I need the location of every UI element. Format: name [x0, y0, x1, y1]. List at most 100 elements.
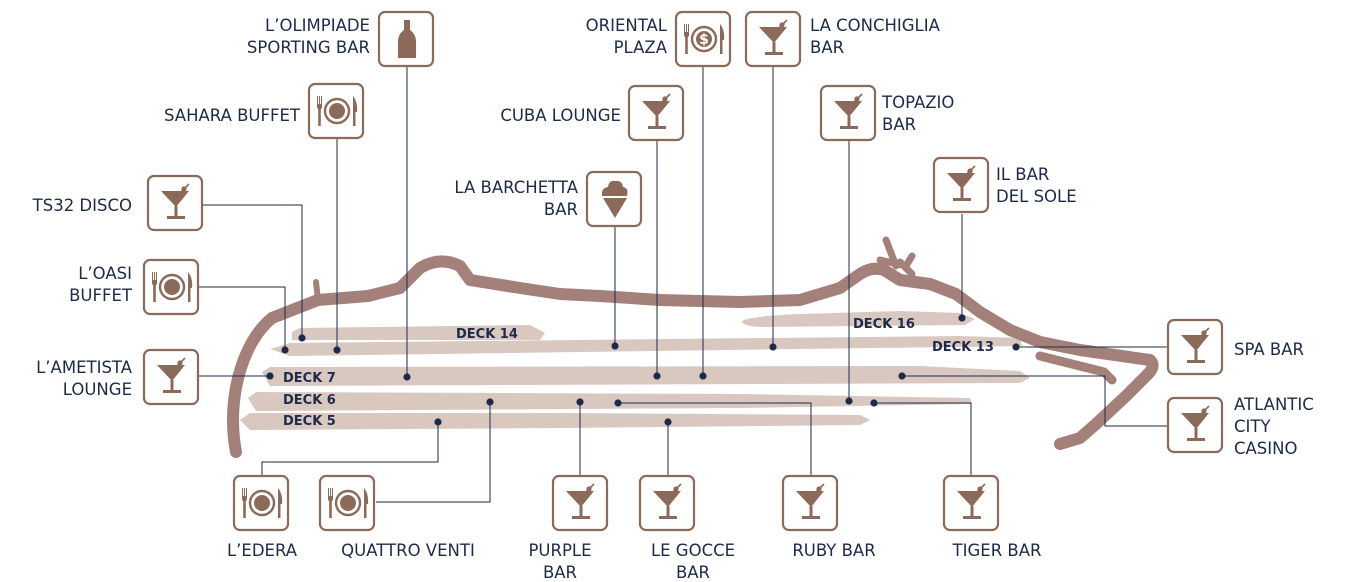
venue-label: TOPAZIO	[881, 93, 954, 112]
venue-atlantic: ATLANTIC CITY CASINO	[1166, 395, 1314, 458]
plate-cutlery-icon	[307, 82, 365, 140]
venue-purple: PURPLE BAR	[528, 474, 609, 582]
deck-14-stripe	[292, 325, 545, 340]
deck-label-5: DECK 5	[283, 414, 336, 429]
venue-ts32: TS32 DISCO	[32, 174, 204, 232]
venue-label: DEL SOLE	[996, 187, 1077, 206]
venue-label: BAR	[543, 563, 577, 578]
location-dot	[266, 372, 274, 380]
leader-edera	[261, 422, 439, 476]
cocktail-icon	[142, 348, 200, 406]
venue-label: TS32 DISCO	[32, 196, 132, 215]
deck-labels: DECK 14 DECK 16 DECK 13 DECK 7 DECK 6 DE…	[283, 317, 994, 429]
location-dot	[653, 372, 661, 380]
ship-funnel	[876, 236, 916, 278]
venue-quattro: QUATTRO VENTI	[318, 474, 475, 560]
venue-label: BAR	[544, 200, 578, 219]
location-dot	[434, 418, 442, 426]
leader-quattro	[376, 402, 491, 503]
location-dot	[298, 334, 306, 342]
venue-label: ATLANTIC	[1234, 395, 1314, 414]
venue-label: BAR	[676, 563, 710, 578]
venue-label: PLAZA	[614, 38, 668, 57]
leader-lines	[198, 64, 1168, 503]
venue-barchetta: LA BARCHETTA BAR	[454, 170, 643, 228]
venue-cuba: CUBA LOUNGE	[500, 84, 685, 142]
location-dot	[576, 398, 584, 406]
deck-label-6: DECK 6	[283, 393, 336, 408]
cocktail-icon	[1166, 396, 1224, 454]
venue-label: LE GOCCE	[651, 541, 735, 560]
plate-cutlery-icon	[142, 258, 200, 316]
location-dots	[266, 314, 1020, 426]
venue-label: RUBY BAR	[792, 541, 875, 560]
ice-cream-icon	[585, 170, 643, 228]
leader-ts32	[202, 204, 303, 338]
venue-label: CUBA LOUNGE	[500, 106, 621, 125]
venue-label: L’AMETISTA	[36, 358, 133, 377]
cocktail-icon	[781, 474, 839, 532]
venue-label: IL BAR	[996, 165, 1049, 184]
venue-label: PURPLE	[528, 541, 591, 560]
venue-tiger: TIGER BAR	[942, 474, 1042, 560]
venue-spa: SPA BAR	[1166, 318, 1304, 376]
cocktail-icon	[819, 84, 877, 142]
venue-label: BAR	[882, 115, 916, 134]
cocktail-icon	[942, 474, 1000, 532]
leader-oasi	[198, 286, 286, 350]
location-dot	[486, 398, 494, 406]
venue-label: LA BARCHETTA	[454, 178, 578, 197]
deck-label-7: DECK 7	[283, 371, 336, 386]
venue-label: LOUNGE	[63, 380, 132, 399]
cocktail-icon	[932, 156, 990, 214]
venue-markers: L’OLIMPIADE SPORTING BAR SAHARA BUFFET TS32…	[32, 10, 1314, 582]
location-dot	[333, 346, 341, 354]
plate-cutlery-icon	[232, 474, 290, 532]
deck-7-stripe	[262, 366, 1030, 386]
venue-label: L’EDERA	[227, 541, 298, 560]
leader-atlantic	[902, 375, 1168, 427]
location-dot	[845, 397, 853, 405]
deck-label-13: DECK 13	[932, 340, 994, 355]
venue-ametista: L’AMETISTA LOUNGE	[36, 348, 200, 406]
svg-text:$: $	[699, 32, 709, 48]
location-dot	[769, 343, 777, 351]
leader-tiger	[874, 402, 972, 476]
venue-label: ORIENTAL	[586, 16, 668, 35]
deck-5-stripe	[240, 413, 870, 430]
cocktail-icon	[744, 10, 802, 68]
venue-label: LA CONCHIGLIA	[810, 16, 941, 35]
location-dot	[870, 399, 878, 407]
ship-silhouette	[227, 236, 1159, 458]
venue-label: L’OASI	[78, 264, 132, 283]
ship-mast	[313, 279, 321, 303]
venue-oriental: $ ORIENTAL PLAZA	[586, 10, 732, 68]
bottle-icon	[377, 10, 435, 68]
hull-stern-line	[1035, 351, 1117, 385]
hull-outline	[227, 255, 1159, 458]
cocktail-icon	[638, 474, 696, 532]
cocktail-icon	[627, 84, 685, 142]
venue-topazio: TOPAZIO BAR	[819, 84, 954, 142]
venue-label: CASINO	[1234, 439, 1297, 458]
venue-label: SPA BAR	[1234, 340, 1304, 359]
venue-label: SPORTING BAR	[247, 38, 370, 57]
dollar-plate-icon: $	[674, 10, 732, 68]
location-dot	[1012, 343, 1020, 351]
venue-label: CITY	[1234, 417, 1271, 436]
venue-sahara: SAHARA BUFFET	[164, 82, 365, 140]
venue-label: QUATTRO VENTI	[341, 541, 475, 560]
venue-sole: IL BAR DEL SOLE	[932, 156, 1077, 214]
deck-label-16: DECK 16	[853, 317, 915, 332]
venue-label: TIGER BAR	[952, 541, 1042, 560]
location-dot	[611, 342, 619, 350]
venue-label: L’OLIMPIADE	[265, 16, 370, 35]
cocktail-icon	[551, 474, 609, 532]
venue-gocce: LE GOCCE BAR	[638, 474, 735, 582]
location-dot	[614, 399, 622, 407]
venue-olimpiade: L’OLIMPIADE SPORTING BAR	[247, 10, 435, 68]
